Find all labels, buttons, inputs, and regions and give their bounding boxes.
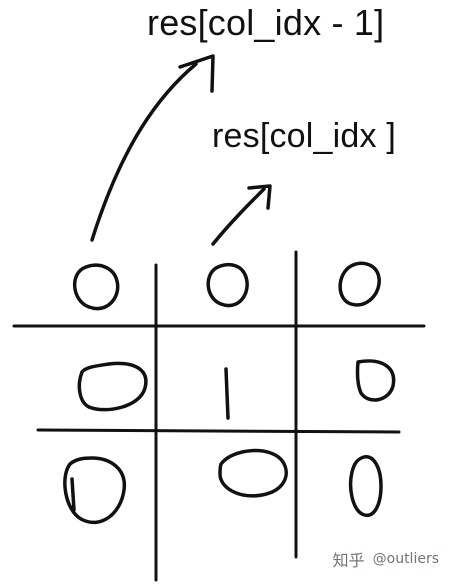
arrow-to-top-label — [90, 62, 198, 242]
arrow-to-top-label-head — [178, 54, 215, 93]
cell-r1-c2-zero — [206, 263, 249, 308]
watermark: 知乎 @outliers — [333, 547, 439, 571]
label-res-col-idx: res[col_idx ] — [212, 117, 397, 155]
cell-r3-c2-zero — [218, 448, 288, 498]
label-res-col-idx-minus-one: res[col_idx - 1] — [147, 2, 385, 43]
cell-r2-c3-zero — [355, 359, 396, 402]
cell-r2-c2-one — [224, 367, 230, 420]
grid-horizontal-bottom — [36, 428, 401, 434]
cell-r1-c1-zero — [72, 263, 120, 311]
cell-r2-c1-zero — [77, 361, 148, 412]
cell-r3-c1-zero — [63, 456, 126, 525]
zhihu-logo: 知乎 — [332, 551, 365, 570]
cell-r1-c3-zero — [338, 261, 381, 307]
arrow-to-middle-label-head — [247, 184, 272, 210]
arrow-to-middle-label — [211, 187, 266, 246]
cell-r3-c1-inner-stroke — [70, 477, 76, 512]
watermark-user: @outliers — [372, 551, 439, 567]
cell-r3-c3-zero — [348, 455, 383, 518]
